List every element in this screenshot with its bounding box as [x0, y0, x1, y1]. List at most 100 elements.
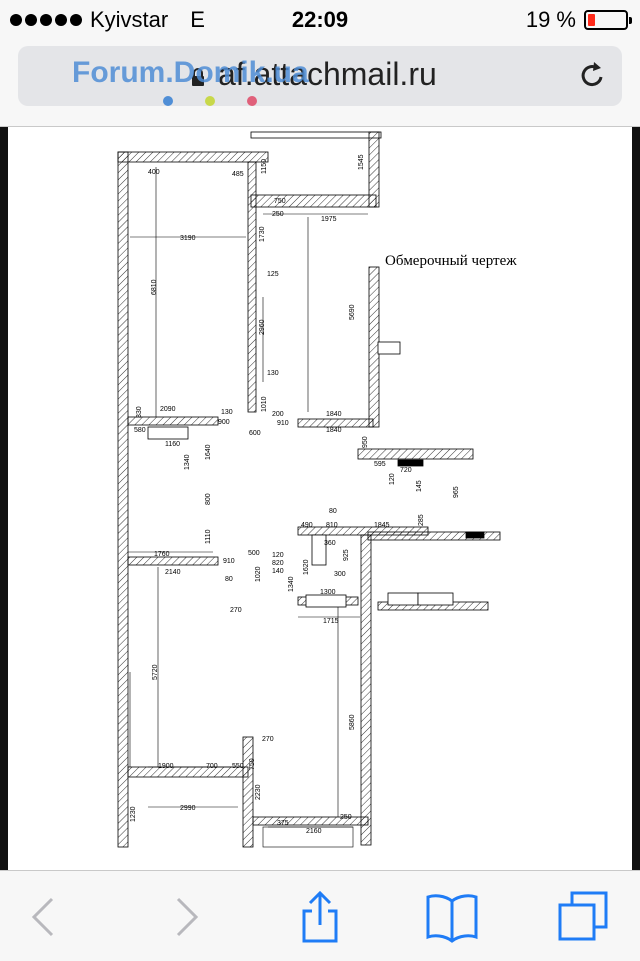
dimension-label: 1840: [326, 411, 342, 418]
dimension-label: 550: [232, 763, 244, 770]
dimension-label: 140: [272, 568, 284, 575]
lock-icon: [192, 68, 204, 86]
dimension-label: 490: [301, 522, 313, 529]
dimension-label: 250: [340, 814, 352, 821]
battery-icon: [584, 10, 632, 30]
dimension-label: 285: [418, 514, 425, 526]
share-icon[interactable]: [292, 889, 348, 945]
dimension-label: 1340: [184, 454, 191, 470]
dimension-label: 900: [218, 419, 230, 426]
dimension-label: 820: [272, 560, 284, 567]
carrier-name: Kyivstar: [90, 7, 169, 32]
dimension-label: 80: [225, 576, 233, 583]
dimension-label: 1545: [358, 154, 365, 170]
clock: 22:09: [291, 7, 349, 32]
dimension-labels: 400 485 1150 1545 750 250 1975 1730 3190…: [130, 154, 460, 835]
dimension-label: 80: [329, 508, 337, 515]
chevron-left-icon[interactable]: [16, 889, 72, 945]
watermark-dot: [163, 96, 173, 106]
watermark-dots: [163, 96, 257, 106]
dimension-label: 270: [262, 736, 274, 743]
tabs-icon[interactable]: [556, 889, 612, 945]
dimension-label: 200: [272, 411, 284, 418]
dimension-label: 1300: [320, 589, 336, 596]
dimension-label: 2990: [180, 805, 196, 812]
dimension-label: 965: [453, 486, 460, 498]
web-content[interactable]: Обмерочный чертеж: [0, 127, 640, 870]
dimension-label: 2160: [306, 828, 322, 835]
dimension-label: 595: [374, 461, 386, 468]
dimension-label: 910: [277, 420, 289, 427]
dimension-label: 6810: [151, 279, 158, 295]
dimension-label: 1150: [261, 159, 268, 174]
dimension-label: 2140: [165, 569, 181, 576]
watermark-dot: [205, 96, 215, 106]
dimension-label: 270: [230, 607, 242, 614]
dimension-label: 700: [206, 763, 218, 770]
walls: [117, 131, 501, 848]
dimension-label: 925: [343, 549, 350, 561]
dimension-label: 750: [274, 198, 286, 205]
dimension-label: 500: [248, 550, 260, 557]
dimension-label: 1020: [255, 566, 262, 582]
signal-strength-icon: [10, 14, 82, 26]
browser-toolbar: [0, 870, 640, 961]
dimension-label: 1715: [323, 618, 339, 625]
dimension-label: 300: [334, 571, 346, 578]
battery-percent: 19 %: [525, 7, 576, 32]
dimension-label: 400: [148, 169, 160, 176]
dimension-label: 2090: [160, 406, 176, 413]
dimension-label: 250: [272, 211, 284, 218]
chevron-right-icon[interactable]: [158, 889, 214, 945]
dimension-label: 330: [136, 406, 143, 418]
browser-address-area: af.attachmail.ru Forum.Domik.ua: [0, 40, 640, 127]
dimension-label: 810: [326, 522, 338, 529]
dimension-label: 3190: [180, 235, 196, 242]
dimension-label: 1730: [259, 226, 266, 242]
floor-plan-drawing: 400 485 1150 1545 750 250 1975 1730 3190…: [117, 131, 501, 848]
dimension-label: 1620: [303, 559, 310, 575]
dimension-label: 375: [277, 820, 289, 827]
dimension-label: 145: [416, 480, 423, 492]
dimension-label: 5720: [152, 664, 159, 680]
dimension-label: 800: [205, 493, 212, 505]
dimension-lines: [128, 167, 368, 848]
dimension-label: 750: [249, 758, 256, 770]
dimension-label: 120: [272, 552, 284, 559]
dimension-label: 1760: [154, 551, 170, 558]
dimension-label: 600: [249, 430, 261, 437]
book-icon[interactable]: [424, 889, 480, 945]
dimension-label: 2960: [259, 319, 266, 335]
dimension-label: 360: [324, 540, 336, 547]
dimension-label: 1900: [158, 763, 174, 770]
dimension-label: 1640: [205, 444, 212, 460]
dimension-label: 485: [232, 171, 244, 178]
dimension-label: 120: [389, 473, 396, 485]
dimension-label: 130: [221, 409, 233, 416]
address-bar[interactable]: af.attachmail.ru Forum.Domik.ua: [18, 46, 622, 106]
dimension-label: 580: [134, 427, 146, 434]
dimension-label: 1110: [205, 529, 212, 544]
fixtures: [147, 341, 485, 608]
dimension-label: 1160: [165, 441, 180, 448]
reload-icon[interactable]: [576, 60, 608, 92]
status-bar: Kyivstar E 22:09 19 %: [0, 0, 640, 40]
watermark-dot: [247, 96, 257, 106]
dimension-label: 1845: [374, 522, 390, 529]
dimension-label: 5690: [349, 304, 356, 320]
dimension-label: 1840: [326, 427, 342, 434]
dimension-label: 2230: [255, 784, 262, 800]
url-text[interactable]: af.attachmail.ru: [218, 56, 437, 92]
drawing-title: Обмерочный чертеж: [385, 253, 517, 269]
dimension-label: 1010: [261, 396, 268, 412]
watermark-logo: Forum.Domik.ua: [72, 56, 309, 89]
status-right: 19 %: [525, 7, 632, 33]
dimension-label: 125: [267, 271, 279, 278]
dimension-label: 130: [267, 370, 279, 377]
status-left: Kyivstar E: [10, 7, 205, 33]
floor-plan-page: Обмерочный чертеж: [8, 127, 632, 870]
dimension-label: 1230: [130, 806, 137, 822]
dimension-label: 5860: [349, 714, 356, 730]
dimension-label: 910: [223, 558, 235, 565]
dimension-label: 950: [362, 436, 369, 448]
